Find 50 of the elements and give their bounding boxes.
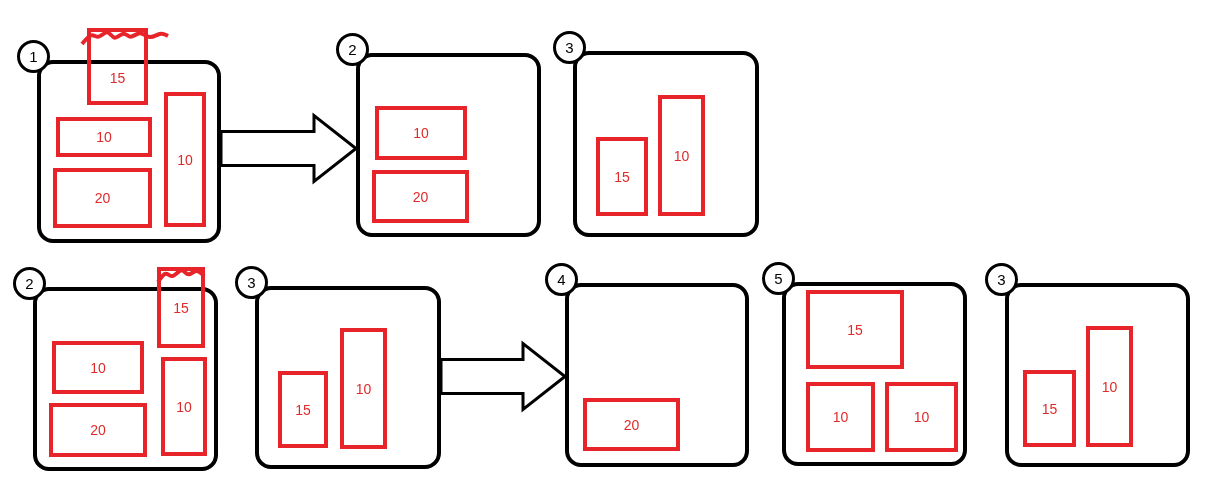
item-rectangle [161, 357, 207, 456]
item-size: 15 [1041, 400, 1058, 417]
item-rectangle [806, 382, 875, 452]
item-size: 15 [109, 69, 126, 86]
item-size: 10 [355, 380, 372, 397]
item-size: 10 [1101, 378, 1118, 395]
item-rectangle [1023, 370, 1076, 447]
block-arrow [219, 112, 359, 185]
item-size: 15 [173, 299, 189, 316]
item-rectangle [52, 341, 144, 394]
item-rectangle [87, 28, 148, 105]
item-rectangle [885, 382, 958, 452]
step-number: 3 [553, 31, 586, 64]
step-number: 2 [336, 33, 369, 66]
item-rectangle [340, 328, 387, 449]
item-size: 10 [96, 129, 112, 145]
item-size: 10 [832, 409, 849, 425]
item-rectangle [596, 137, 648, 216]
item-rectangle [278, 371, 328, 448]
step-number: 5 [762, 262, 795, 295]
item-rectangle [375, 106, 467, 160]
item-rectangle [56, 117, 152, 157]
item-rectangle [157, 267, 205, 348]
item-size: 20 [94, 190, 111, 206]
item-size: 15 [614, 168, 630, 185]
step-number: 3 [235, 266, 268, 299]
item-rectangle [49, 403, 147, 457]
item-rectangle [658, 95, 705, 216]
item-size: 10 [413, 125, 429, 141]
item-size: 20 [412, 188, 429, 205]
item-size: 15 [847, 321, 863, 338]
item-size: 20 [623, 416, 640, 433]
item-size: 10 [913, 409, 930, 425]
item-size: 10 [176, 398, 192, 415]
step-number: 2 [13, 267, 46, 300]
item-size: 20 [90, 422, 106, 438]
item-rectangle [806, 290, 904, 369]
block-arrow [439, 340, 568, 413]
item-rectangle [1086, 326, 1133, 447]
item-rectangle [372, 170, 469, 223]
item-size: 10 [90, 359, 106, 376]
step-number: 3 [985, 263, 1018, 296]
item-size: 15 [295, 401, 311, 418]
item-rectangle [164, 92, 206, 227]
item-size: 10 [673, 147, 690, 164]
item-size: 10 [177, 151, 193, 168]
step-number: 1 [17, 40, 50, 73]
item-rectangle [53, 168, 152, 228]
step-number: 4 [545, 263, 578, 296]
item-rectangle [583, 398, 680, 451]
